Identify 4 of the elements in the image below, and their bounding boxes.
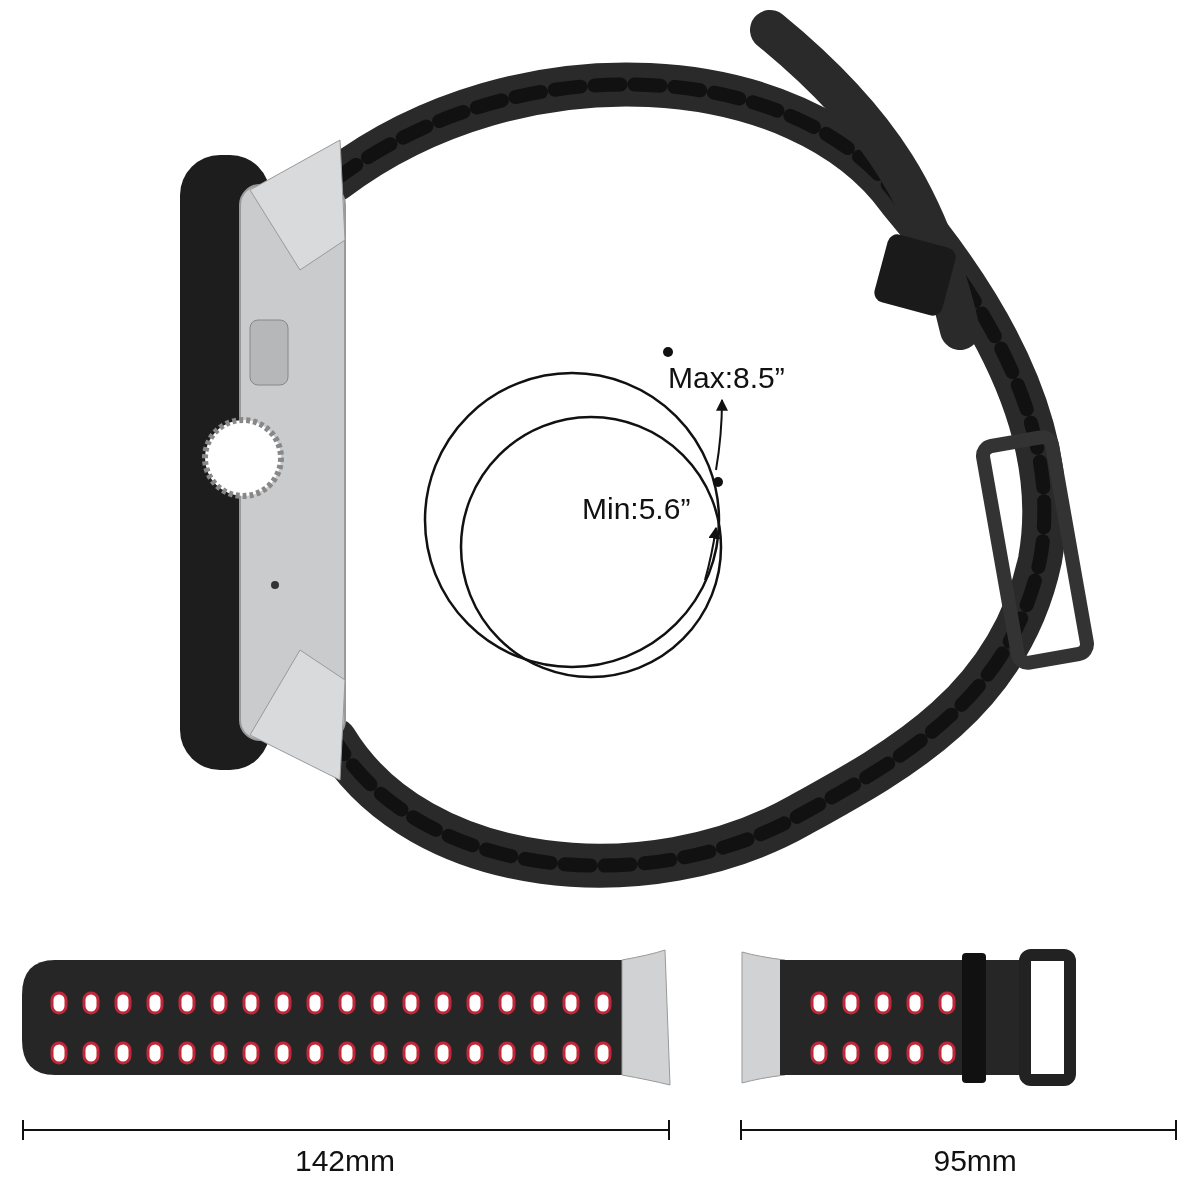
dimension-label: 95mm	[933, 1146, 1017, 1176]
dimension-label: 142mm	[295, 1146, 396, 1176]
size-label: Max:8.5”	[668, 363, 785, 393]
size-label: Min:5.6”	[582, 494, 691, 524]
